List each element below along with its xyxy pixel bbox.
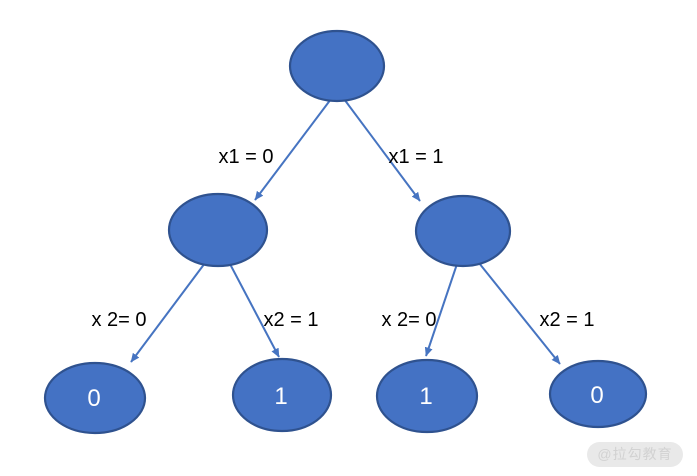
edge-arrow-root-left (254, 98, 332, 201)
edge-arrow-right-leaf3 (424, 263, 458, 357)
root-node (288, 29, 386, 103)
edge-arrow-left-leaf1 (130, 262, 206, 363)
internal-node-right (414, 194, 512, 268)
leaf-value-3: 1 (419, 383, 432, 410)
leaf-node-3 (375, 358, 479, 434)
edge-arrows (130, 98, 561, 365)
leaf-node-1 (43, 361, 147, 435)
leaf-values: 0 1 1 0 (87, 382, 603, 412)
edge-label-x1-1: x1 = 1 (388, 146, 443, 168)
edge-label-x1-0: x1 = 0 (218, 146, 273, 168)
internal-node-left (167, 192, 269, 268)
edge-label-left-x2-0: x 2= 0 (91, 309, 146, 331)
leaf-value-4: 0 (590, 382, 603, 409)
edge-arrow-right-leaf4 (478, 262, 561, 365)
leaf-value-1: 0 (87, 385, 100, 412)
edge-label-right-x2-0: x 2= 0 (381, 309, 436, 331)
edge-labels: x1 = 0 x1 = 1 x 2= 0 x2 = 1 x 2= 0 x2 = … (91, 146, 594, 331)
watermark-badge: @拉勾教育 (587, 442, 683, 467)
edge-label-right-x2-1: x2 = 1 (539, 309, 594, 331)
leaf-node-2 (231, 357, 333, 433)
edge-arrow-root-right (343, 98, 421, 202)
leaf-node-4 (548, 359, 648, 429)
leaf-value-2: 1 (274, 383, 287, 410)
tree-nodes (43, 29, 648, 435)
edge-arrow-left-leaf2 (229, 263, 280, 358)
edge-label-left-x2-1: x2 = 1 (263, 309, 318, 331)
